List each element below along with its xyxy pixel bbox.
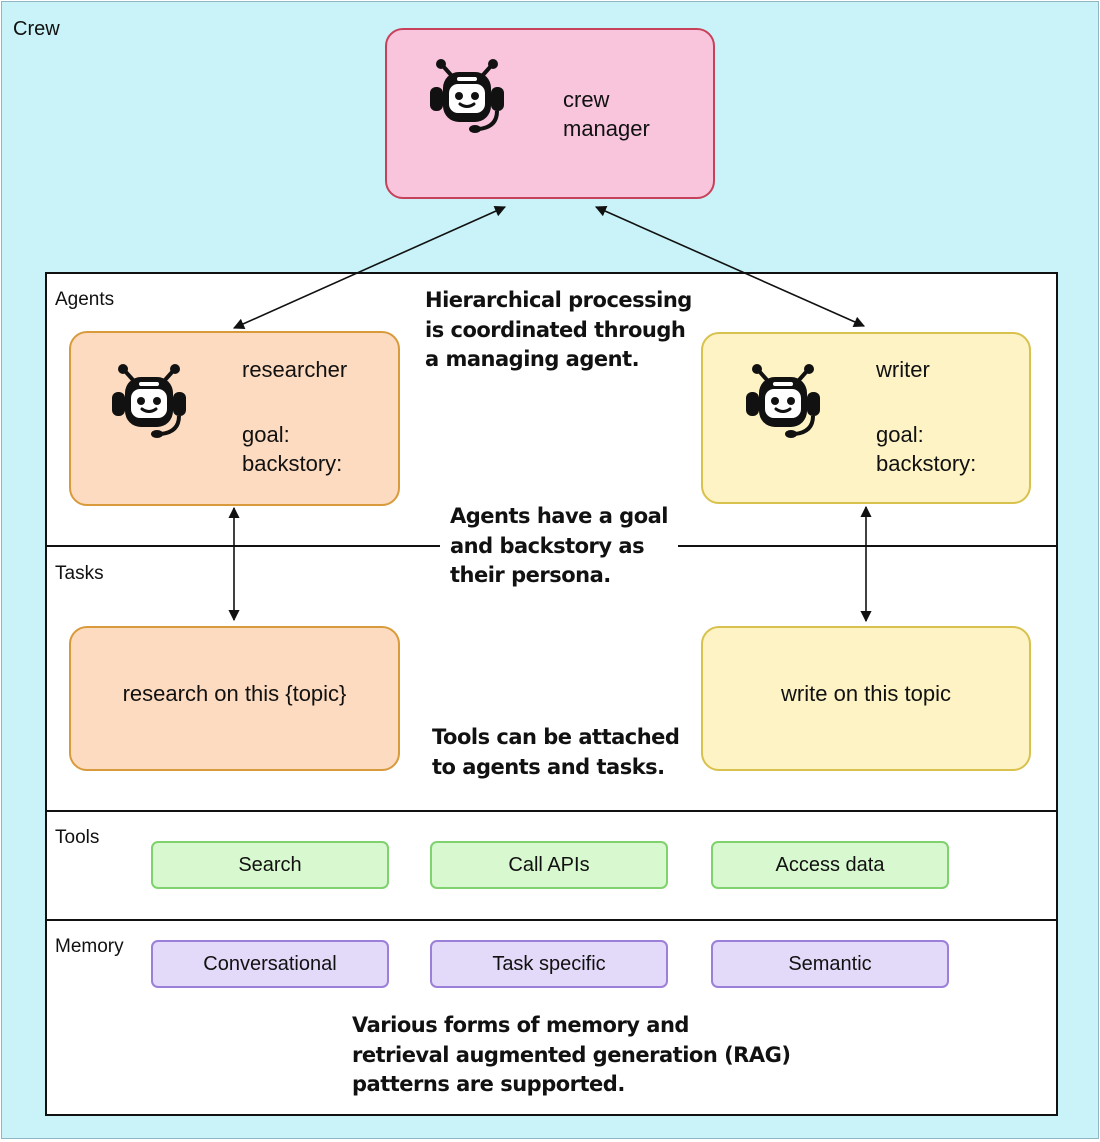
manager-line1: crew — [563, 87, 610, 112]
section-label-memory: Memory — [55, 936, 124, 957]
manager-line2: manager — [563, 116, 650, 141]
task-label: research on this {topic} — [122, 681, 347, 706]
memory-pill: Task specific — [430, 940, 668, 988]
agent-goal-label: goal: — [242, 422, 290, 447]
tool-pill: Access data — [711, 841, 949, 889]
callout-memory: Various forms of memory and retrieval au… — [352, 1011, 791, 1100]
agent-name: researcher — [242, 357, 348, 382]
tools-memory-divider — [45, 919, 1058, 921]
tool-pill: Search — [151, 841, 389, 889]
memory-pill: Semantic — [711, 940, 949, 988]
agent-researcher-box: researcher goal: backstory: — [69, 331, 400, 506]
tasks-tools-divider — [45, 810, 1058, 812]
callout-persona: Agents have a goal and backstory as thei… — [440, 502, 679, 591]
robot-headset-icon — [430, 59, 504, 133]
tool-pill: Call APIs — [430, 841, 668, 889]
callout-tools: Tools can be attached to agents and task… — [432, 723, 680, 782]
agent-name: writer — [876, 357, 930, 382]
memory-pill: Conversational — [151, 940, 389, 988]
agent-backstory-label: backstory: — [876, 451, 977, 476]
crew-label: Crew — [13, 18, 60, 40]
task-write-box: write on this topic — [701, 626, 1031, 771]
section-label-tools: Tools — [55, 827, 100, 848]
section-label-tasks: Tasks — [55, 563, 104, 584]
robot-headset-icon — [112, 364, 186, 438]
robot-headset-icon — [746, 364, 820, 438]
callout-hierarchical: Hierarchical processing is coordinated t… — [425, 286, 692, 375]
agent-writer-box: writer goal: backstory: — [701, 332, 1031, 504]
agent-goal-label: goal: — [876, 422, 924, 447]
agent-backstory-label: backstory: — [242, 451, 343, 476]
task-label: write on this topic — [781, 681, 951, 706]
section-label-agents: Agents — [55, 289, 115, 310]
crew-manager-box: crew manager — [385, 28, 715, 199]
task-research-box: research on this {topic} — [69, 626, 400, 771]
